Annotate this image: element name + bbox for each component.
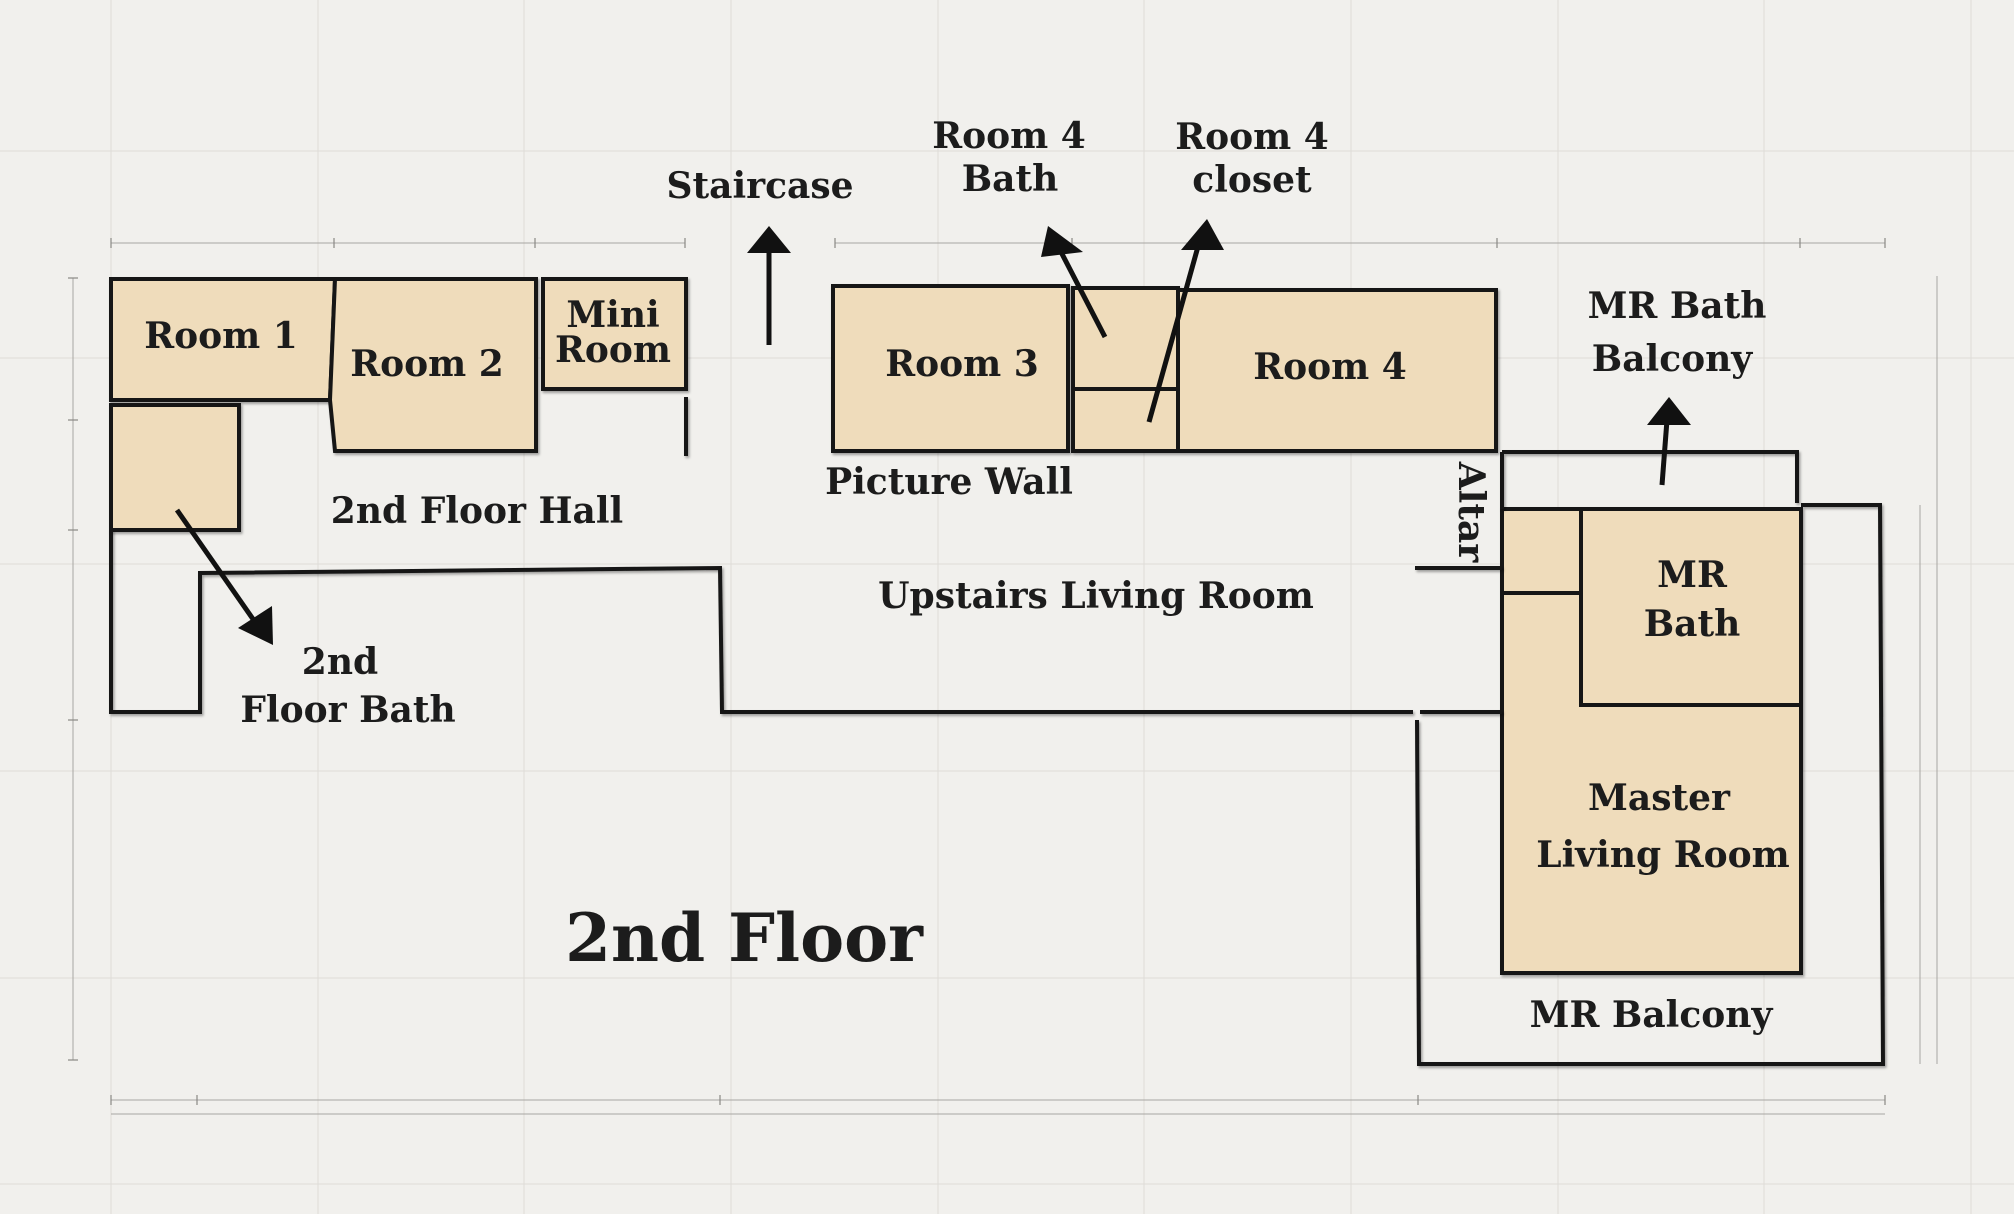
room4-bath-callout-line2: Bath xyxy=(962,158,1059,200)
mr-bath xyxy=(1579,507,1803,707)
hall-label: 2nd Floor Hall xyxy=(331,490,623,532)
mr-bath-label-line1: MR xyxy=(1657,554,1728,596)
mr-bath-balcony-callout-line1: MR Bath xyxy=(1588,285,1767,327)
labels: Room 1 Room 2 Mini Room Room 3 Room 4 MR… xyxy=(144,115,1790,1036)
room-4-closet xyxy=(1071,387,1180,453)
master-living-room-label-line1: Master xyxy=(1588,777,1731,819)
master-living-room-label-line2: Living Room xyxy=(1536,834,1790,876)
upstairs-living-room-label: Upstairs Living Room xyxy=(878,575,1314,617)
dimension-lines xyxy=(68,238,1938,1115)
master-living-room xyxy=(1500,591,1803,975)
walls xyxy=(109,397,1886,1066)
mini-room-label-line1: Mini xyxy=(566,294,659,336)
mini-room xyxy=(541,277,688,391)
room4-bath-arrow xyxy=(1041,226,1108,339)
room4-closet-arrow xyxy=(1146,219,1224,423)
mr-bath-label-line2: Bath xyxy=(1644,603,1741,645)
mr-bath-balcony-arrow xyxy=(1647,397,1691,486)
room-shapes xyxy=(109,277,1803,975)
bath-wall xyxy=(109,530,1413,714)
upper-right-wall xyxy=(1502,450,1799,503)
arrows xyxy=(174,219,1691,645)
room-1-label: Room 1 xyxy=(144,315,298,357)
room4-closet-callout-line2: closet xyxy=(1192,159,1312,201)
bath-label-line2: Floor Bath xyxy=(240,689,455,731)
bath-arrow xyxy=(174,508,273,645)
mr-bath-balcony-callout-line2: Balcony xyxy=(1592,338,1754,380)
room-4 xyxy=(1176,288,1498,453)
room-4-label: Room 4 xyxy=(1253,346,1407,388)
mini-room-label-line2: Room xyxy=(555,329,671,371)
room-3-label: Room 3 xyxy=(885,343,1039,385)
room-2 xyxy=(327,277,538,453)
room-1-closet xyxy=(109,403,241,532)
room-2-label: Room 2 xyxy=(350,343,504,385)
staircase-label: Staircase xyxy=(666,165,853,207)
bath-label-line1: 2nd xyxy=(302,641,378,683)
picture-wall-label: Picture Wall xyxy=(825,461,1073,503)
room4-closet-callout-line1: Room 4 xyxy=(1175,116,1329,158)
altar-label: Altar xyxy=(1450,461,1492,564)
altar-nook xyxy=(1500,507,1583,595)
balcony-wall xyxy=(1415,503,1886,1066)
room-3 xyxy=(831,284,1070,453)
floor-title: 2nd Floor xyxy=(565,899,924,977)
staircase-arrow xyxy=(747,226,791,345)
room4-bath-callout-line1: Room 4 xyxy=(932,115,1086,157)
mr-balcony-label: MR Balcony xyxy=(1530,994,1774,1036)
